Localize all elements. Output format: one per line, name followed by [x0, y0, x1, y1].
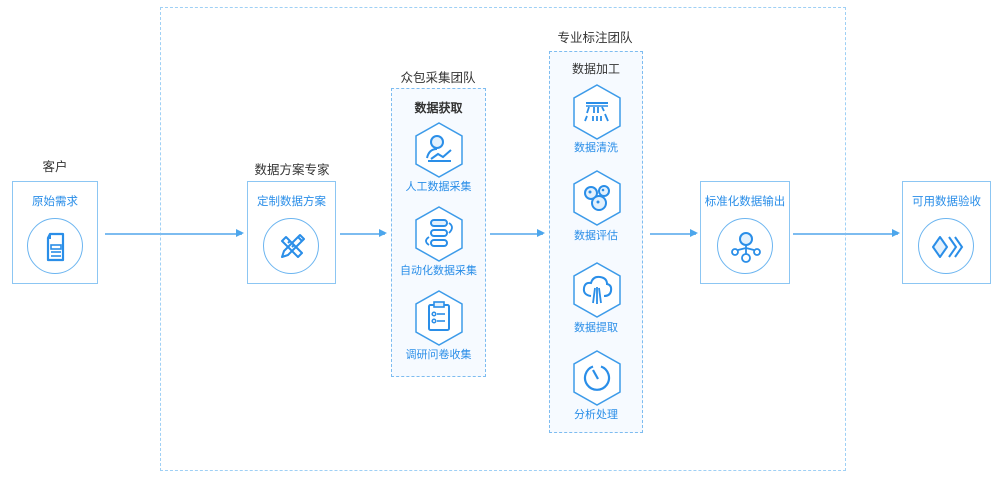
item-label-survey: 调研问卷收集 — [405, 348, 472, 361]
expert-box-title: 定制数据方案 — [257, 194, 326, 208]
arrow-annotation-to-output — [650, 230, 698, 236]
bubbles-icon — [573, 170, 621, 226]
item-label-evaluation: 数据评估 — [574, 229, 618, 242]
stage-label-annotation: 专业标注团队 — [557, 30, 633, 45]
pencil-ruler-icon — [263, 218, 319, 274]
expert-box[interactable]: 定制数据方案 — [247, 181, 336, 284]
customer-box-title: 原始需求 — [32, 194, 78, 208]
arrow-customer-to-expert — [105, 230, 244, 236]
arrow-expert-to-crowd — [340, 230, 387, 236]
user-chart-icon — [415, 122, 463, 178]
network-icon — [717, 218, 773, 274]
crowd-group-title: 数据获取 — [414, 101, 463, 115]
output-box-title: 标准化数据输出 — [704, 194, 786, 208]
item-label-manual: 人工数据采集 — [405, 180, 472, 193]
shower-icon — [573, 84, 621, 140]
item-label-cleaning: 数据清洗 — [574, 141, 618, 154]
database-cycle-icon — [415, 206, 463, 262]
clipboard-list-icon — [415, 290, 463, 346]
cloud-extract-icon — [573, 262, 621, 318]
timer-icon — [573, 350, 621, 406]
item-label-analysis: 分析处理 — [574, 408, 618, 421]
stage-label-expert: 数据方案专家 — [254, 162, 330, 177]
acceptance-box-title: 可用数据验收 — [912, 194, 981, 208]
arrow-crowd-to-annotation — [490, 230, 545, 236]
output-box[interactable]: 标准化数据输出 — [700, 181, 790, 284]
stage-label-crowd: 众包采集团队 — [400, 70, 476, 85]
acceptance-box[interactable]: 可用数据验收 — [902, 181, 991, 284]
stage-label-customer: 客户 — [42, 159, 68, 174]
document-icon — [27, 218, 83, 274]
chevrons-icon — [918, 218, 974, 274]
customer-box[interactable]: 原始需求 — [12, 181, 98, 284]
platform-boundary — [160, 7, 846, 471]
annotation-group: 数据加工 数据清洗 数据评估 数据提取 分析处理 — [549, 51, 643, 433]
item-label-auto: 自动化数据采集 — [400, 264, 477, 277]
arrow-output-to-acceptance — [793, 230, 900, 236]
item-label-extraction: 数据提取 — [574, 321, 618, 334]
annotation-group-title: 数据加工 — [571, 62, 620, 76]
crowd-group: 数据获取 人工数据采集 自动化数据采集 调研问卷收集 — [391, 88, 486, 377]
